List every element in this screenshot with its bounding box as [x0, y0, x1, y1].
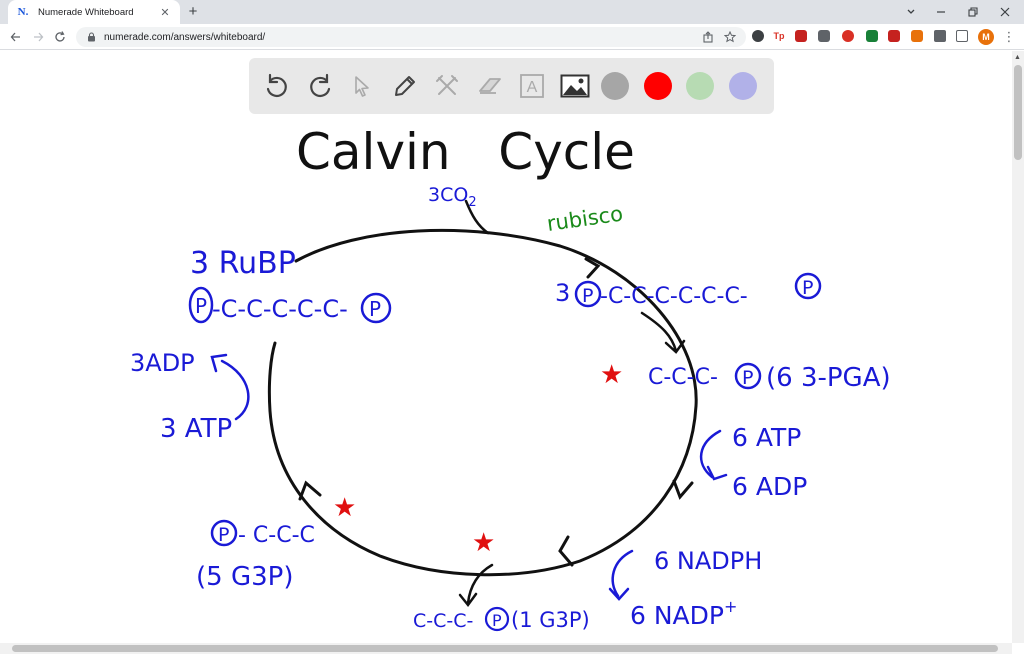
co2-arrow [464, 199, 490, 235]
share-icon[interactable] [700, 29, 716, 45]
cursor-icon[interactable] [346, 70, 378, 102]
star-marker-bottom: ★ [472, 528, 495, 558]
text-tool-icon: A [527, 79, 538, 96]
atp-in-right: 6 ATP [732, 423, 801, 452]
svg-text:- C-C-C: - C-C-C [238, 523, 315, 548]
rubp-label: 3 RuBP [190, 246, 296, 281]
whiteboard-drawing: Calvin Cycle 3CO2 rubisco 3 RuBP P -C-C-… [130, 123, 891, 632]
extension-megaphone-icon[interactable] [818, 30, 830, 42]
svg-text:C-C-C-: C-C-C- [413, 610, 473, 632]
horizontal-scroll-thumb[interactable] [12, 645, 998, 652]
text-tool[interactable]: A [516, 70, 548, 102]
svg-text:-C-C-C-C-C-: -C-C-C-C-C- [212, 295, 348, 323]
browser-toolbar: numerade.com/answers/whiteboard/ Tp M ⋮ [0, 24, 1024, 50]
extension-opera-icon[interactable] [842, 30, 854, 42]
close-window-icon[interactable] [988, 0, 1022, 24]
extension-shield-icon[interactable] [752, 30, 764, 42]
tab-search-icon[interactable] [894, 0, 928, 24]
bookmark-star-icon[interactable] [722, 29, 738, 45]
back-icon[interactable] [6, 27, 26, 47]
pen-icon[interactable] [389, 70, 421, 102]
nadph-in: 6 NADPH [654, 547, 762, 575]
horizontal-scrollbar[interactable] [0, 643, 1012, 654]
address-bar[interactable]: numerade.com/answers/whiteboard/ [76, 27, 746, 47]
rubisco-label: rubisco [545, 202, 624, 236]
svg-text:(5 G3P): (5 G3P) [196, 562, 293, 592]
lock-icon[interactable] [86, 32, 96, 42]
extension-green-icon[interactable] [866, 30, 878, 42]
svg-text:P: P [742, 367, 753, 389]
svg-text:P: P [218, 524, 229, 546]
color-swatch-gray[interactable] [601, 72, 629, 100]
cycle-arrow-left [298, 480, 322, 501]
forward-icon[interactable] [28, 27, 48, 47]
cycle-path [267, 228, 698, 577]
svg-text:(6 3-PGA): (6 3-PGA) [766, 363, 891, 393]
cycle-arrow-right [672, 479, 694, 500]
color-swatch-red[interactable] [643, 72, 672, 100]
restore-icon[interactable] [956, 0, 990, 24]
nadph-arrow [608, 549, 634, 601]
color-swatch-green[interactable] [686, 72, 714, 100]
extension-record-icon[interactable] [795, 30, 807, 42]
extension-tp-icon[interactable]: Tp [773, 30, 785, 42]
scroll-up-icon[interactable]: ▲ [1014, 54, 1021, 61]
extensions-puzzle-icon[interactable] [934, 30, 946, 42]
g3p-out-arrow [458, 563, 494, 608]
image-icon[interactable] [559, 70, 591, 102]
reload-icon[interactable] [50, 27, 70, 47]
nadp-out: 6 NADP+ [630, 597, 737, 630]
atp-adp-left-arrow [210, 353, 250, 421]
tools-icon[interactable] [431, 70, 463, 102]
tab-title: Numerade Whiteboard [38, 6, 134, 18]
cycle-arrow-top [584, 257, 601, 279]
cycle-arrow-bottom [558, 535, 574, 567]
menu-kebab-icon[interactable]: ⋮ [1002, 29, 1016, 44]
pga-arrow [640, 311, 686, 354]
extension-orange-icon[interactable] [911, 30, 923, 42]
svg-text:3: 3 [555, 279, 570, 307]
extension-red-icon[interactable] [888, 30, 900, 42]
drawing-toolbar: A [249, 58, 774, 114]
minimize-icon[interactable] [924, 0, 958, 24]
svg-text:P: P [195, 294, 207, 318]
undo-icon[interactable] [261, 70, 293, 102]
co2-label: 3CO2 [428, 184, 477, 210]
whiteboard-canvas[interactable] [0, 51, 1012, 643]
svg-text:P: P [802, 277, 813, 299]
browser-tab[interactable]: N. Numerade Whiteboard ✕ [8, 0, 180, 24]
star-marker-left: ★ [333, 493, 356, 523]
profile-avatar[interactable]: M [978, 29, 994, 45]
rubp-molecule: P -C-C-C-C-C- P [188, 286, 392, 324]
svg-text:(1 G3P): (1 G3P) [511, 608, 590, 632]
star-marker-right: ★ [600, 360, 623, 390]
svg-text:C-C-C-: C-C-C- [648, 365, 718, 390]
tab-strip: N. Numerade Whiteboard ✕ + [0, 0, 1024, 24]
atp-adp-right-arrow [699, 429, 728, 481]
g3p-output-molecule: C-C-C- P (1 G3P) [413, 606, 590, 632]
svg-text:P: P [582, 285, 593, 307]
adp-out-right: 6 ADP [732, 472, 807, 501]
g3p-recycled-molecule: P - C-C-C (5 G3P) [196, 519, 315, 592]
sidebar-icon[interactable] [956, 30, 968, 42]
new-tab-button[interactable]: + [188, 3, 198, 20]
color-swatch-purple[interactable] [728, 72, 757, 100]
svg-text:-C-C-C-C-C-C-: -C-C-C-C-C-C- [600, 284, 748, 309]
pga-molecule: C-C-C- P (6 3-PGA) [648, 362, 891, 393]
numerade-favicon-icon: N. [17, 6, 29, 18]
eraser-icon[interactable] [474, 70, 506, 102]
atp-in-left: 3 ATP [160, 414, 232, 444]
six-carbon-molecule: 3 P -C-C-C-C-C-C- P [555, 272, 822, 309]
adp-out-left: 3ADP [130, 349, 195, 377]
whiteboard-title: Calvin Cycle [296, 123, 635, 181]
vertical-scroll-thumb[interactable] [1014, 65, 1022, 160]
url-text: numerade.com/answers/whiteboard/ [104, 31, 266, 43]
svg-text:P: P [492, 611, 502, 630]
tab-close-icon[interactable]: ✕ [160, 6, 170, 19]
vertical-scrollbar[interactable]: ▲ [1012, 51, 1024, 643]
svg-text:P: P [369, 297, 381, 321]
redo-icon[interactable] [304, 70, 336, 102]
